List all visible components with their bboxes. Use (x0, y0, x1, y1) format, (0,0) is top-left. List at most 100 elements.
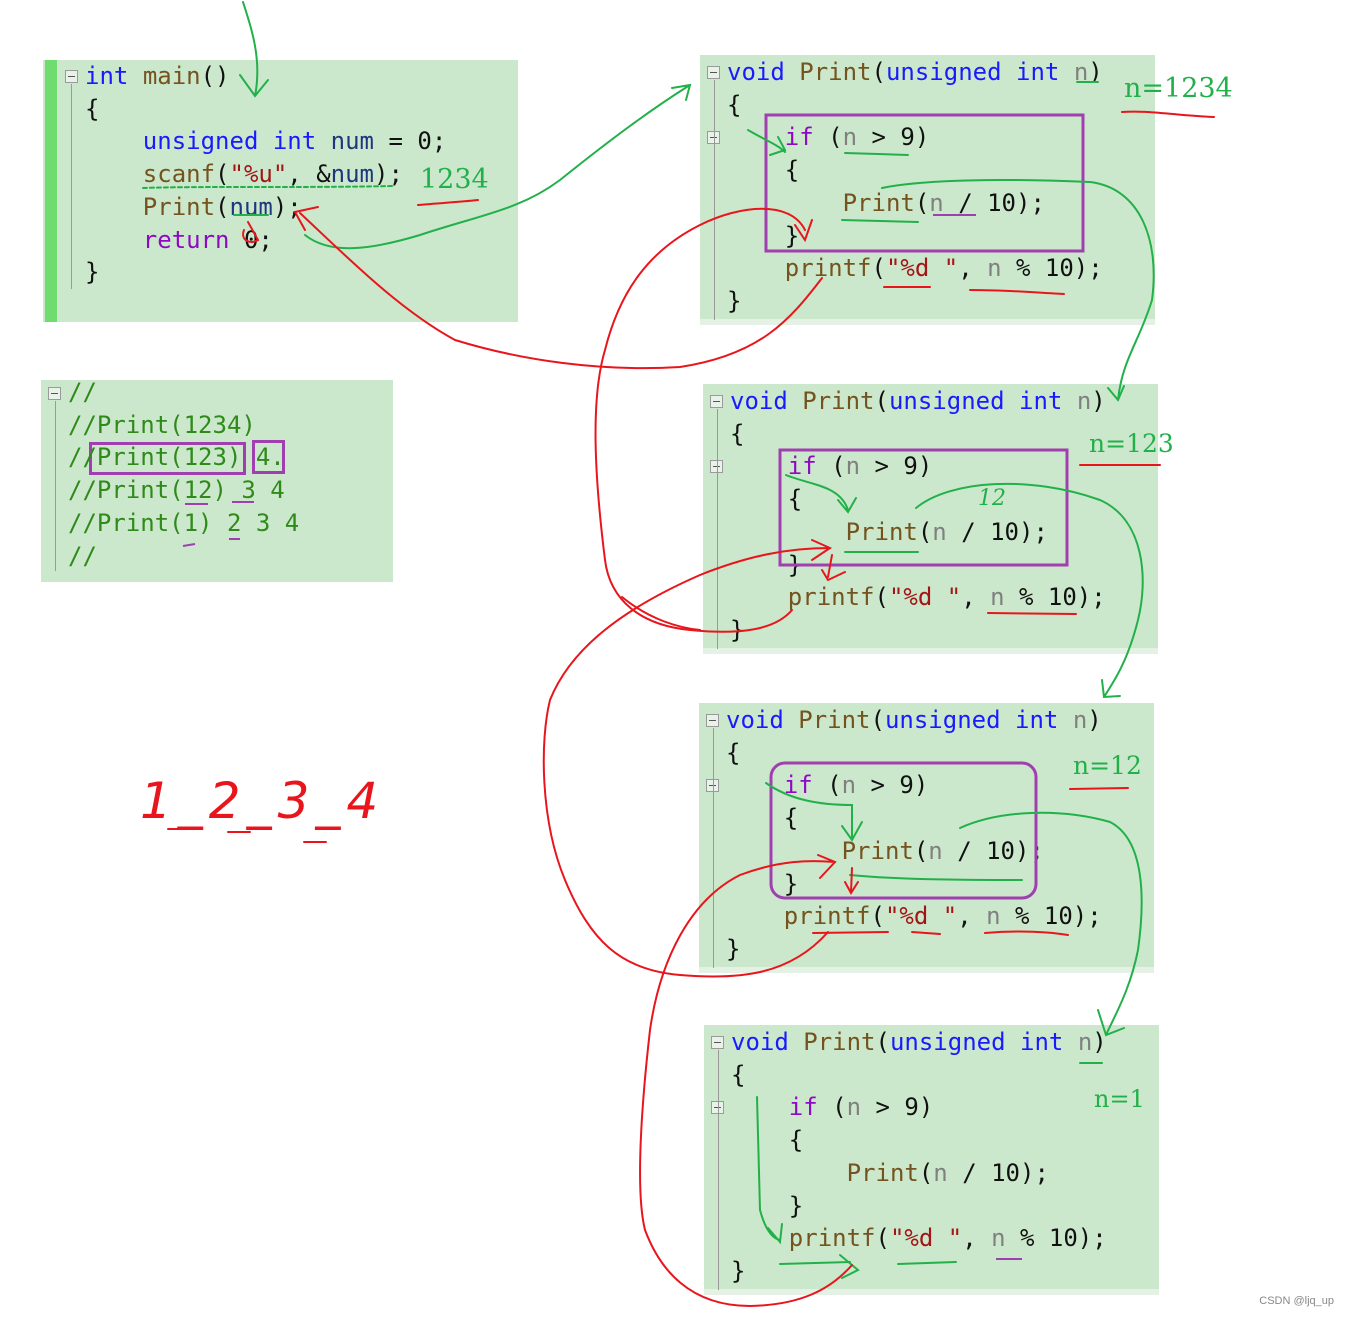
code-token: printf (784, 254, 872, 283)
code-line: } (730, 614, 744, 646)
code-token: { (730, 419, 745, 448)
code-token: { (727, 90, 742, 119)
handwritten-output: 1_2_3_4 (140, 772, 385, 830)
code-token (1059, 58, 1073, 86)
code-token (731, 1224, 789, 1252)
code-token: } (731, 1256, 746, 1285)
code-token: > 9) (860, 452, 933, 481)
code-token: % 10); (1004, 583, 1106, 612)
fold-icon[interactable] (710, 395, 723, 408)
code-token: ( (812, 771, 842, 800)
code-line: void Print(unsigned int n) (727, 56, 1103, 88)
code-token: int (1020, 1028, 1064, 1056)
code-line: int main() (85, 60, 230, 92)
code-line: } (726, 868, 798, 900)
code-token: , (957, 902, 987, 931)
code-token: ( (215, 160, 230, 189)
indent-guide (717, 409, 718, 649)
fold-icon[interactable] (706, 714, 719, 727)
code-line: void Print(unsigned int n) (731, 1026, 1107, 1058)
code-line: //Print(1234) (68, 409, 256, 441)
code-line: printf("%d ", n % 10); (727, 252, 1103, 284)
code-token: % 10); (1000, 902, 1102, 931)
code-token (128, 62, 142, 90)
code-token: // (68, 541, 97, 570)
code-panel-comments: // //Print(1234)//Print(123) 4.//Print(12… (41, 378, 393, 582)
code-panel-print-frame-4: void Print(unsigned int n){ if (n > 9) {… (704, 1025, 1159, 1295)
code-line: Print(n / 10); (731, 1157, 1049, 1189)
code-line: //Print(123) 4. (68, 441, 285, 473)
fold-icon[interactable] (48, 387, 61, 400)
fold-icon[interactable] (711, 1036, 724, 1049)
code-token: / 10); (942, 836, 1044, 865)
indent-guide (713, 728, 714, 968)
code-token: ( (871, 254, 886, 283)
code-token: if (788, 1093, 818, 1122)
code-token: ( (918, 1158, 934, 1187)
code-token (726, 771, 784, 799)
code-token: if (783, 771, 813, 800)
code-token: ( (917, 517, 933, 546)
code-token: ( (875, 1224, 890, 1253)
code-token: n (990, 583, 1005, 612)
code-line: if (n > 9) (730, 450, 933, 482)
code-token: unsigned (142, 127, 259, 156)
code-token: // (68, 378, 97, 406)
indent-guide (714, 80, 715, 320)
code-line: Print(n / 10); (727, 187, 1045, 219)
frame-note-3: n=12 (1073, 751, 1142, 780)
frame-note-4: n=1 (1094, 1085, 1145, 1113)
code-token: n (991, 1224, 1006, 1253)
fold-icon[interactable] (707, 66, 720, 79)
code-token (784, 706, 798, 734)
code-token: Print (799, 58, 872, 86)
code-token: n (845, 452, 861, 481)
code-token: Print (802, 387, 875, 415)
code-token: int (1016, 58, 1060, 86)
handwritten-12: 12 (978, 486, 1006, 511)
code-token: Print (841, 836, 914, 865)
code-token: , & (287, 160, 331, 189)
code-token: n (987, 254, 1002, 283)
code-token: / 10); (943, 188, 1045, 217)
code-token: int (1015, 706, 1059, 734)
code-token: , (962, 1224, 992, 1253)
fold-icon[interactable] (65, 70, 78, 83)
code-token: } (727, 286, 742, 315)
code-token: { (726, 738, 741, 767)
code-line: { (727, 89, 741, 121)
code-line: //Print(1) 2 3 4 (68, 507, 299, 539)
code-token: int (85, 62, 129, 90)
code-token: n (1072, 706, 1088, 734)
code-line: } (731, 1190, 803, 1222)
code-token: % 10); (1001, 254, 1103, 283)
code-token (726, 837, 842, 865)
code-line: } (726, 933, 740, 965)
code-token: n (1077, 1028, 1093, 1056)
code-line: void Print(unsigned int n) (726, 704, 1102, 736)
code-token: ( (914, 188, 930, 217)
code-token: } (730, 550, 803, 579)
code-token (789, 1028, 803, 1056)
code-token: printf (787, 583, 875, 612)
code-token: , (961, 583, 991, 612)
code-token: / 10); (946, 517, 1048, 546)
code-token: ( (913, 836, 929, 865)
code-token (731, 1159, 847, 1187)
code-token: > 9) (856, 771, 929, 800)
code-line: { (726, 737, 740, 769)
code-line: { (85, 93, 99, 125)
code-token: ( (874, 583, 889, 612)
code-token (1002, 58, 1016, 86)
code-token (85, 127, 143, 155)
code-token: void (726, 706, 784, 734)
code-token: ( (870, 706, 885, 734)
code-token: n (929, 188, 944, 217)
code-line: } (730, 549, 802, 581)
watermark: CSDN @ljq_up (1259, 1295, 1334, 1307)
code-token: ( (870, 902, 885, 931)
code-line: printf("%d ", n % 10); (730, 581, 1106, 613)
code-token: , (958, 254, 988, 283)
code-line: //Print(12) 3 4 (68, 474, 285, 506)
code-token: } (726, 934, 741, 963)
